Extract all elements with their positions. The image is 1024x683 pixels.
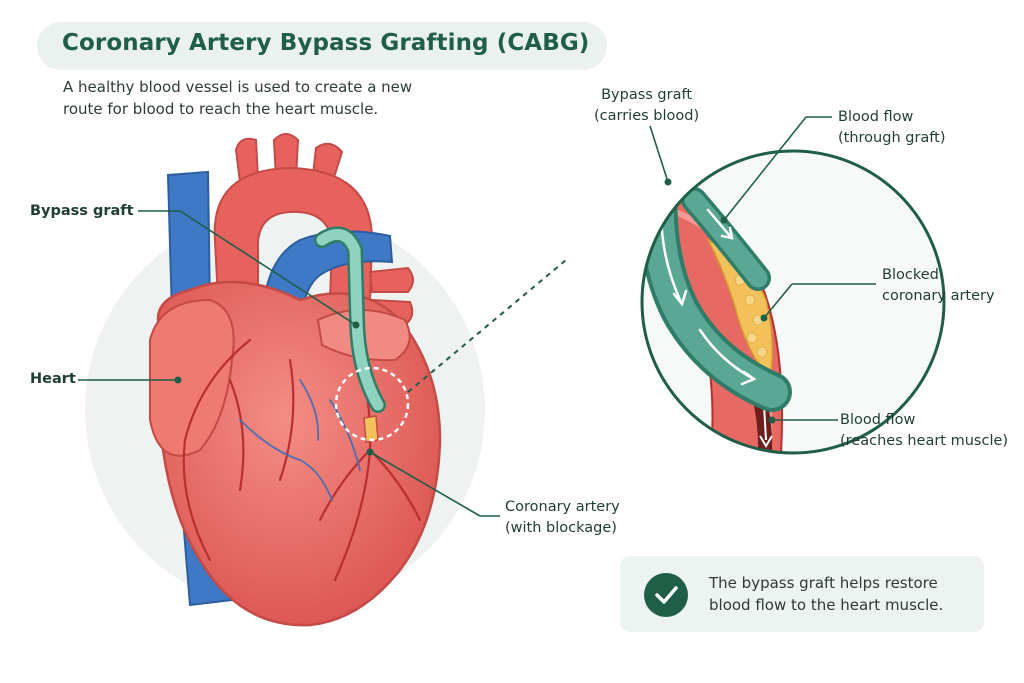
label-blocked-artery: Blocked coronary artery bbox=[882, 265, 995, 307]
summary-note-text: The bypass graft helps restore blood flo… bbox=[709, 574, 944, 614]
blockage-spot bbox=[363, 415, 379, 443]
zoom-circle-border bbox=[640, 149, 946, 455]
check-icon bbox=[644, 573, 688, 617]
cardiac-veins bbox=[239, 379, 361, 501]
label-blood-flow-graft: Blood flow (through graft) bbox=[838, 107, 945, 149]
label-blood-flow-graft-line1: Blood flow bbox=[838, 109, 914, 125]
label-blood-flow-muscle-line1: Blood flow bbox=[840, 412, 916, 428]
label-bypass-graft: Bypass graft bbox=[30, 203, 134, 219]
label-bypass-graft-zoom-line1: Bypass graft bbox=[601, 87, 693, 103]
title-pill bbox=[37, 22, 607, 70]
label-coronary-artery: Coronary artery (with blockage) bbox=[505, 497, 620, 539]
right-atrium bbox=[149, 298, 235, 457]
zoom-connector bbox=[407, 259, 567, 393]
label-blood-flow-muscle-line2: (reaches heart muscle) bbox=[840, 433, 1009, 449]
subtitle: A healthy blood vessel is used to create… bbox=[63, 78, 413, 118]
label-blood-flow-graft-line2: (through graft) bbox=[838, 130, 946, 146]
page-title: Coronary Artery Bypass Grafting (CABG) bbox=[62, 30, 590, 56]
label-blocked-artery-line1: Blocked bbox=[882, 267, 939, 283]
leader-coronary bbox=[369, 451, 481, 517]
label-blood-flow-muscle: Blood flow (reaches heart muscle) bbox=[840, 410, 1008, 452]
leader-bypass-right bbox=[649, 125, 669, 183]
label-blocked-artery-line2: coronary artery bbox=[882, 288, 995, 304]
bypass-graft bbox=[316, 228, 384, 411]
label-bypass-graft-zoom-line2: (carries blood) bbox=[594, 108, 700, 124]
label-bypass-graft-zoom: Bypass graft (carries blood) bbox=[594, 85, 699, 127]
label-coronary-artery-line1: Coronary artery bbox=[505, 499, 620, 515]
label-heart: Heart bbox=[30, 371, 76, 387]
focus-circle bbox=[334, 366, 410, 442]
label-coronary-artery-line2: (with blockage) bbox=[505, 520, 617, 536]
